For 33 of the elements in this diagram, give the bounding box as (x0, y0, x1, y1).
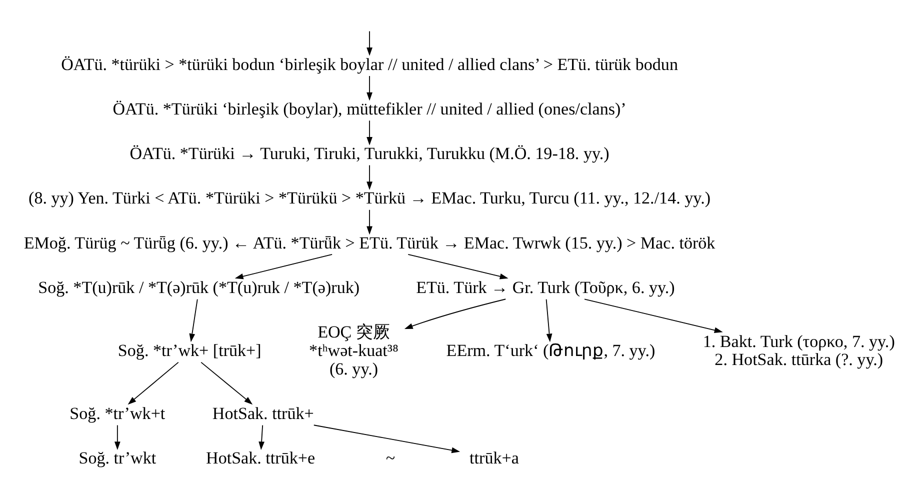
node-text: ETü. Türk → Gr. Turk (Τοῦρκ, 6. yy.) (416, 278, 675, 298)
arrow (366, 30, 372, 56)
node-text: 1. Bakt. Turk (τορκο, 7. yy.) 2. HotSak. ttūrka (?. yy.) (702, 332, 895, 370)
node-text: EErm. T‘urk‘ (Թուրք, 7. yy.) (446, 341, 656, 360)
node-text: EOÇ 突厥 *tʰwət-kuat³⁸ (6. yy.) (309, 322, 398, 378)
arrow (546, 298, 552, 342)
arrow (313, 424, 460, 454)
node-text: Soğ. tr’wkt (78, 448, 156, 468)
node-text: ÖATü. *Türüki ‘birleşik (boylar), müttefikler // united / allied (ones/clans)’ (112, 99, 626, 118)
arrow (234, 254, 333, 280)
arrow (366, 76, 372, 101)
arrow (404, 298, 506, 329)
arrow (366, 209, 372, 235)
node-text: HotSak. ttrūk+ (212, 404, 314, 424)
node-text: HotSak. ttrūk+e (206, 448, 316, 468)
arrow (366, 164, 372, 190)
arrow (128, 362, 179, 405)
node-text: Soğ. *tr’wk+ [trūk+] (118, 341, 262, 360)
node-text: (8. yy) Yen. Türki < ATü. *Türüki > *Türükü > *Türkü → EMac. Turku, Turcu (11. yy., 12./14. yy.) (28, 188, 711, 208)
arrow (114, 424, 120, 450)
arrow (200, 362, 253, 405)
arrow (258, 424, 264, 450)
node-text: EMoğ. Türüg ~ Türǖg (6. yy.) ← ATü. *Türǖk > ETü. Türük → EMac. Twrwk (15. yy.) > Mac. török (24, 233, 716, 252)
arrow (189, 298, 198, 342)
arrow (584, 298, 723, 334)
node-text: Soğ. *tr’wk+t (70, 404, 166, 424)
node-text: Soğ. *T(u)rūk / *T(ə)rūk (*T(u)ruk / *T(ə)ruk) (38, 278, 360, 298)
arrow (366, 120, 372, 146)
label: ~ (386, 448, 396, 468)
node-text: ÖATü. *Türüki → Turuki, Tiruki, Turukki, Turukku (M.Ö. 19-18. yy.) (130, 144, 610, 164)
node-text: ttrūk+a (470, 448, 519, 468)
arrow (408, 254, 508, 280)
node-text: ÖATü. *türüki > *türüki bodun ‘birleşik boylar // united / allied clans’ > ETü. türük bodun (61, 54, 678, 74)
